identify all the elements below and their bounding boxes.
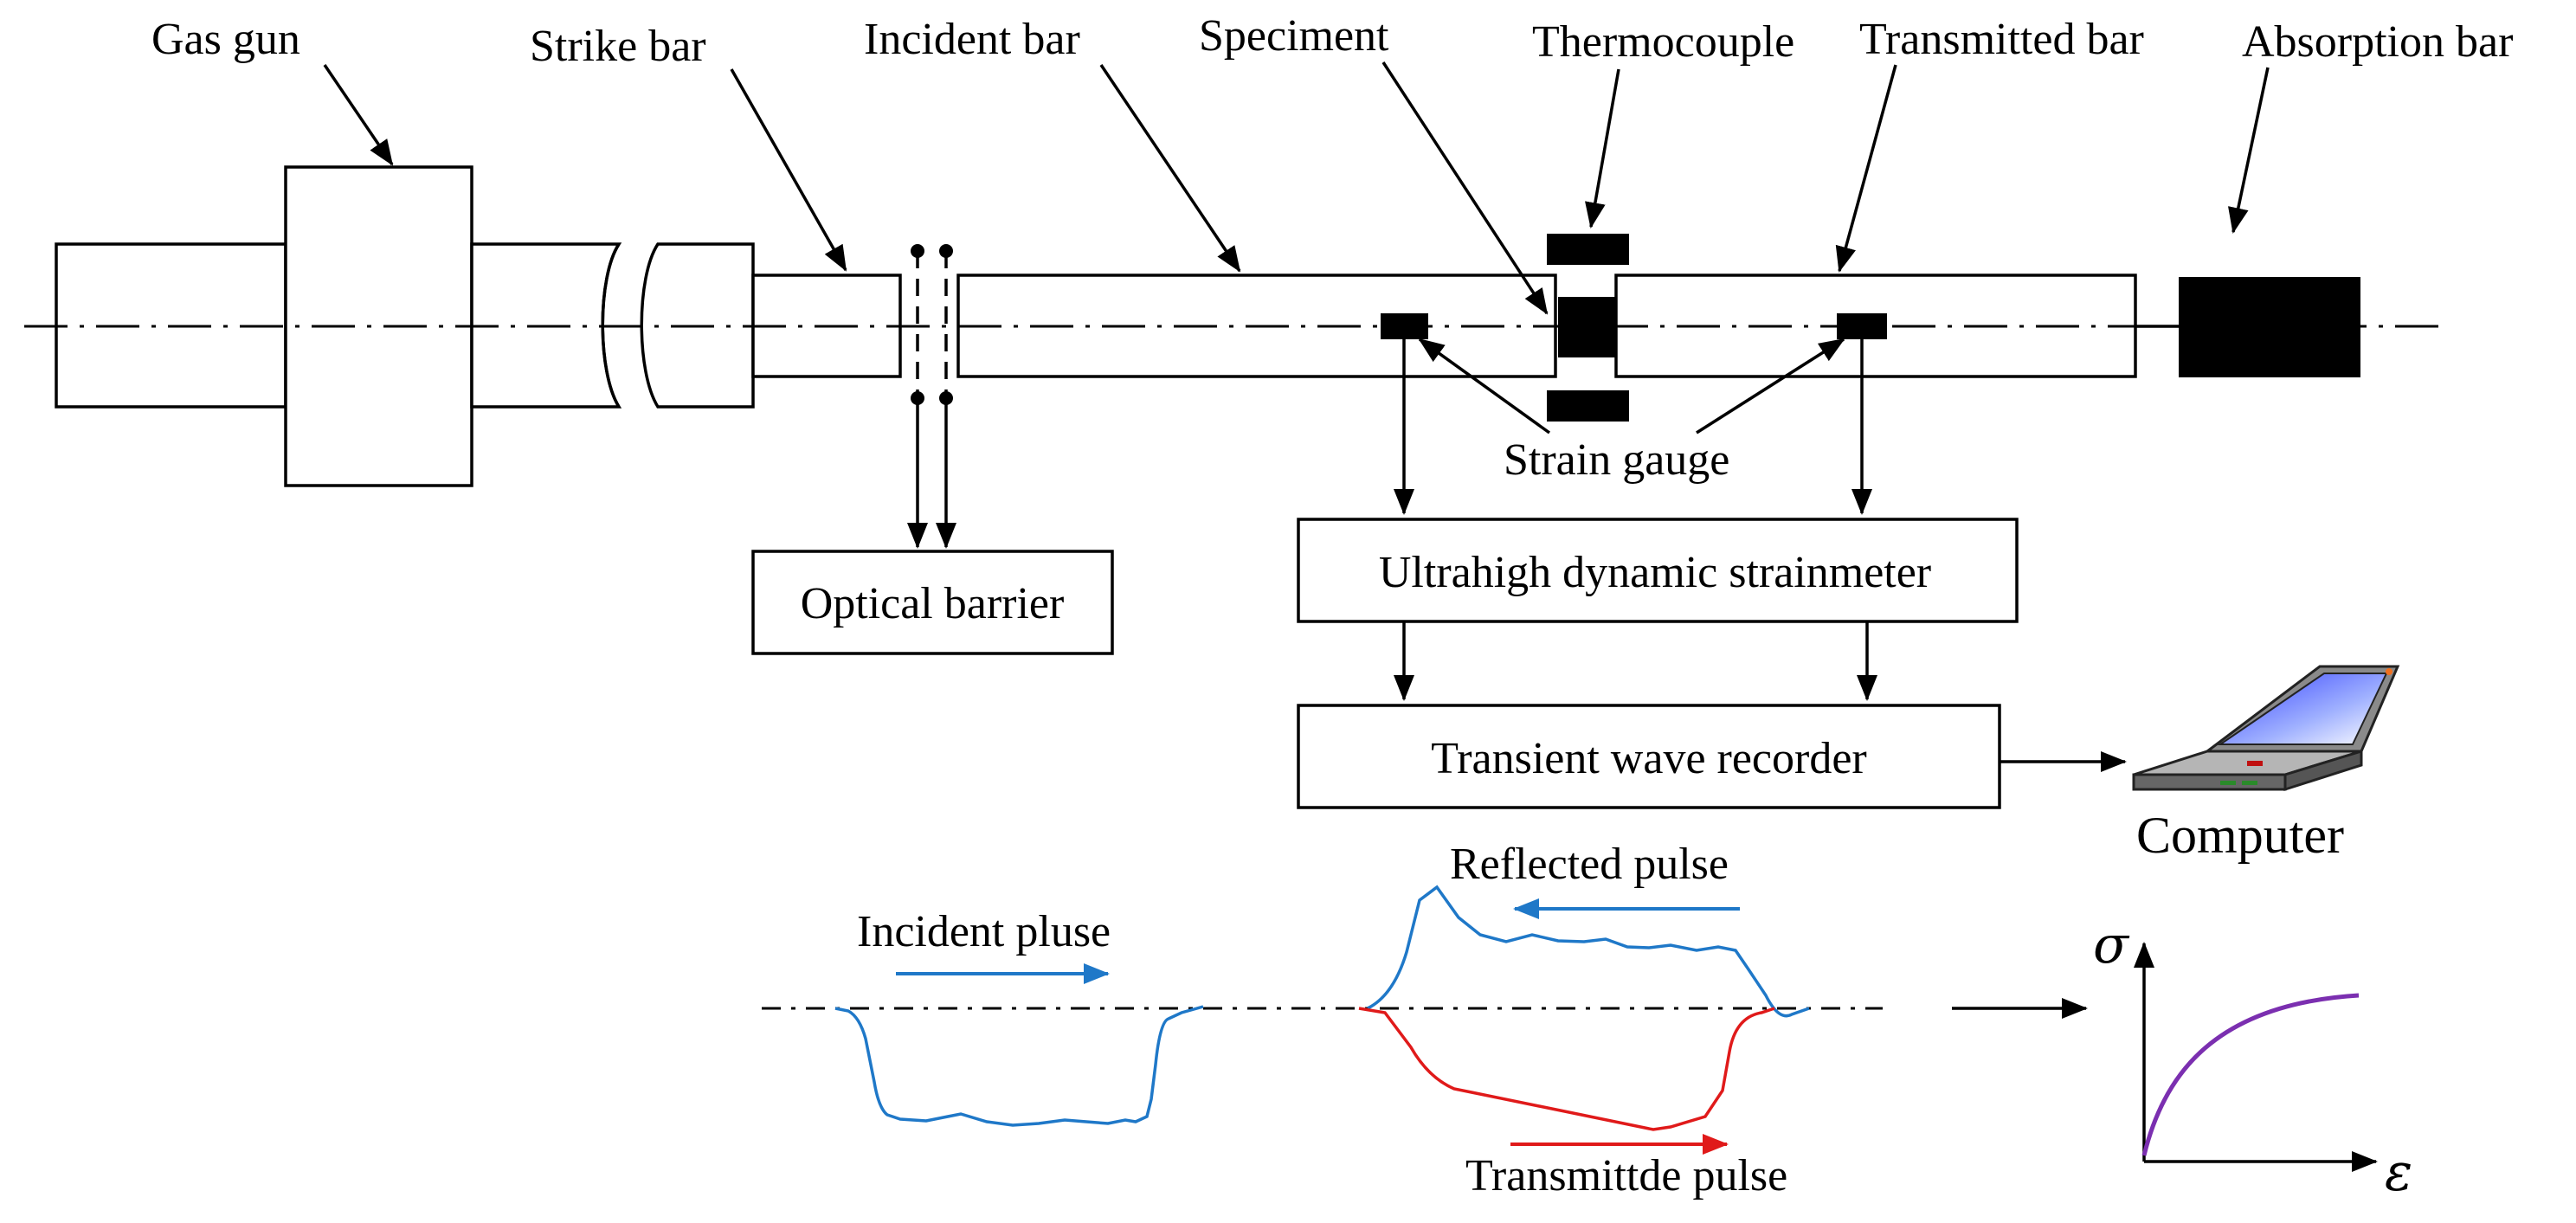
incident-pulse-wave xyxy=(834,1005,1204,1127)
label-strain-gauge: Strain gauge xyxy=(1504,435,1729,485)
label-transmitted-bar: Transmitted bar xyxy=(1859,15,2144,64)
recorder-box: Transient wave recorder xyxy=(1297,704,2001,809)
label-speciment: Speciment xyxy=(1199,11,1389,61)
transmitted-pulse-wave xyxy=(1358,1007,1775,1131)
reflected-pulse-wave xyxy=(1367,885,1810,1018)
label-computer: Computer xyxy=(2136,807,2344,864)
label-gas-gun: Gas gun xyxy=(151,15,300,64)
strainmeter-box: Ultrahigh dynamic strainmeter xyxy=(1297,518,2019,623)
label-sigma: σ xyxy=(2093,915,2130,975)
label-thermocouple: Thermocouple xyxy=(1532,17,1794,67)
label-strike-bar: Strike bar xyxy=(530,22,706,71)
label-epsilon: ε xyxy=(2385,1143,2412,1203)
label-incident-pulse: Incident pluse xyxy=(857,907,1111,956)
optical-barrier-box: Optical barrier xyxy=(751,550,1114,655)
stress-strain-plot: σ ε xyxy=(2093,915,2412,1203)
thermocouple xyxy=(1547,234,1629,422)
label-transmitted-pulse: Transmittde pulse xyxy=(1465,1151,1787,1200)
label-incident-bar: Incident bar xyxy=(864,15,1080,64)
label-reflected-pulse: Reflected pulse xyxy=(1450,840,1729,889)
computer-icon xyxy=(2132,665,2400,792)
optical-barrier-sensors xyxy=(907,244,956,549)
label-absorption-bar: Absorption bar xyxy=(2242,17,2513,67)
svg-text:Ultrahigh dynamic strainmeter: Ultrahigh dynamic strainmeter xyxy=(1379,548,1931,597)
svg-text:Transient wave recorder: Transient wave recorder xyxy=(1431,734,1866,783)
svg-text:Optical barrier: Optical barrier xyxy=(801,579,1065,628)
